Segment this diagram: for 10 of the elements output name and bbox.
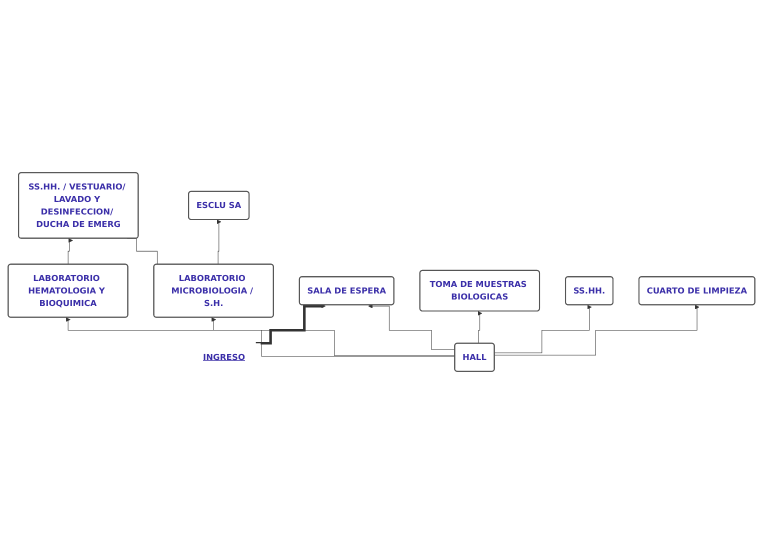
arrow bbox=[216, 220, 222, 265]
arrow bbox=[368, 304, 456, 350]
arrow bbox=[477, 311, 482, 344]
node-text: INGRESO bbox=[202, 352, 246, 362]
arrow bbox=[68, 238, 73, 265]
arrow bbox=[494, 304, 592, 354]
arrow bbox=[256, 304, 326, 345]
arrow bbox=[494, 304, 700, 356]
arrow bbox=[212, 317, 456, 356]
arrow bbox=[66, 317, 456, 356]
